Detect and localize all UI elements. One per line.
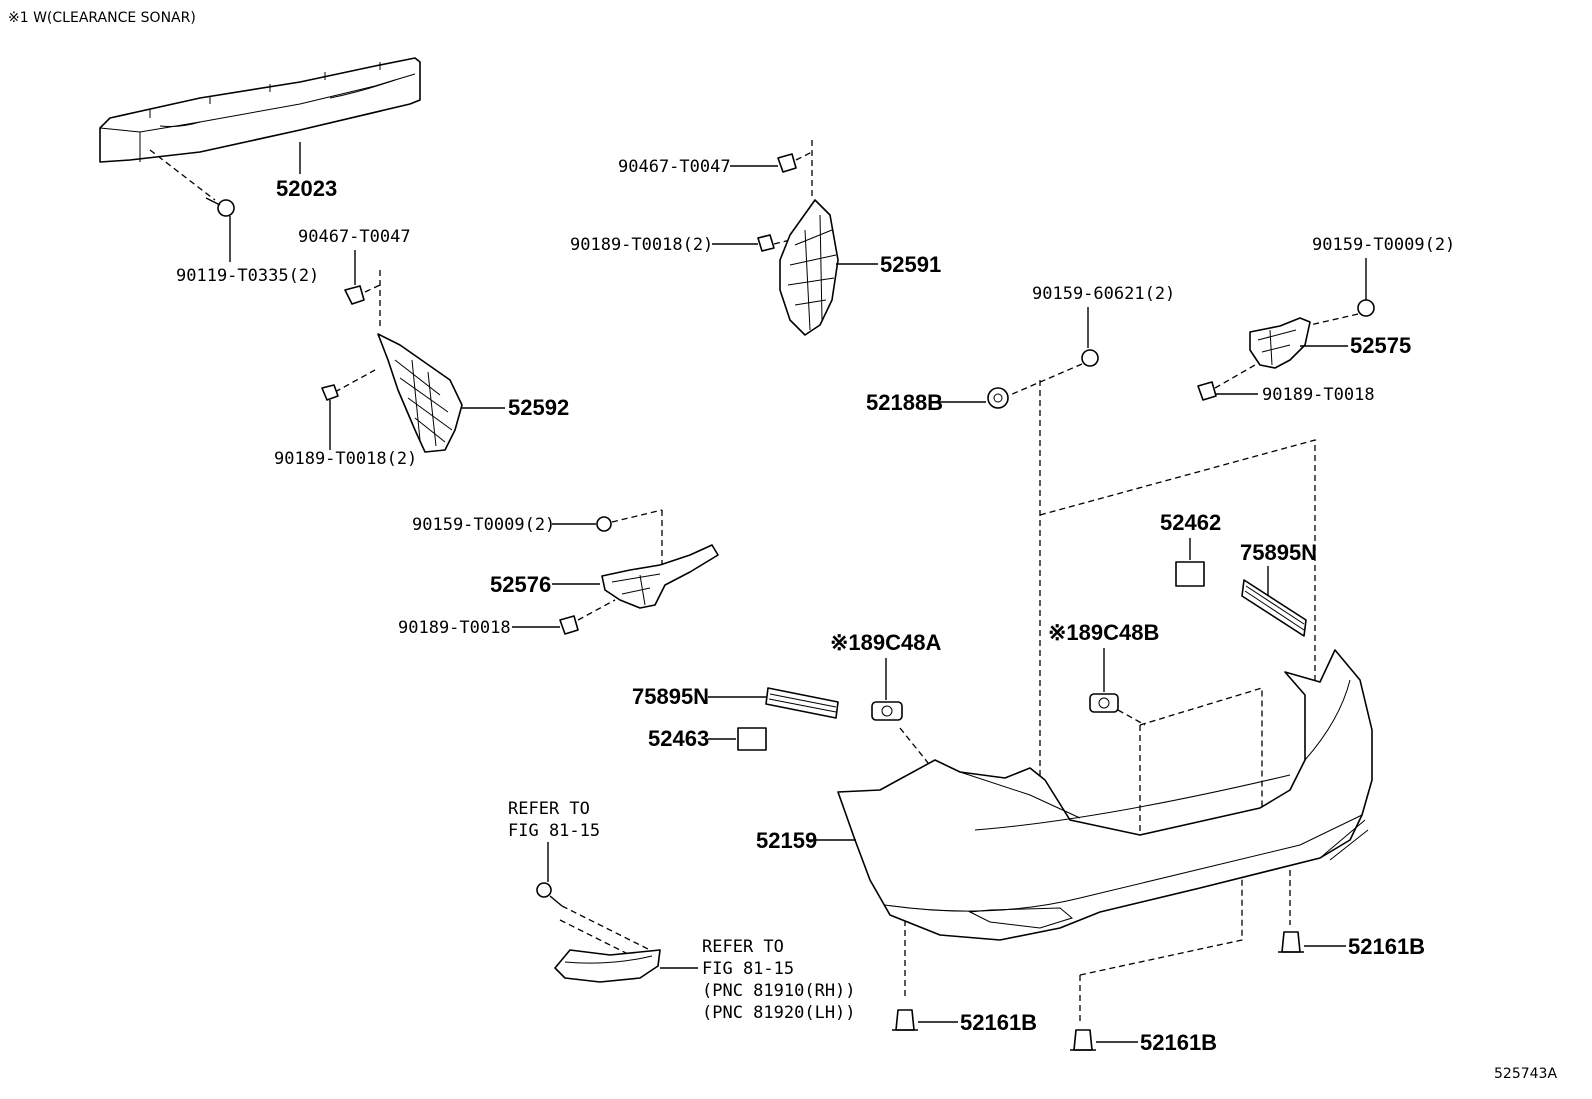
part-52576-bracket <box>601 544 719 609</box>
bolt-90159-a-icon <box>1357 299 1375 317</box>
refer-2-line2: FIG 81-15 <box>702 959 794 979</box>
callout-52462: 52462 <box>1160 510 1221 535</box>
refer-1-line2: FIG 81-15 <box>508 821 600 841</box>
callout-90189-d: 90189-T0018 <box>398 618 511 638</box>
pad-52463-icon <box>737 727 767 751</box>
clip-90189-a-icon <box>321 384 339 401</box>
clip-90189-d-icon <box>559 615 579 635</box>
callout-90159-b: 90159-60621(2) <box>1032 284 1175 304</box>
figure-id: 525743A <box>1494 1066 1557 1082</box>
callout-90189-a: 90189-T0018(2) <box>274 449 417 469</box>
part-52591-retainer <box>779 199 839 336</box>
clip-90189-c-icon <box>1197 381 1217 401</box>
clip-90189-b-icon <box>757 234 775 252</box>
callout-52161B-c: 52161B <box>1348 934 1425 959</box>
callout-90159-c: 90159-T0009(2) <box>412 515 555 535</box>
refer-2-line3: (PNC 81910(RH)) <box>702 981 856 1001</box>
refer-2-line4: (PNC 81920(LH)) <box>702 1003 856 1023</box>
callout-52575: 52575 <box>1350 333 1411 358</box>
bolt-90159-b-icon <box>1081 349 1099 367</box>
part-52592-retainer <box>377 333 463 453</box>
refer-2-line1: REFER TO <box>702 937 784 957</box>
callout-90467-b: 90467-T0047 <box>618 157 731 177</box>
sensor-189C48B-icon <box>1089 693 1119 713</box>
callout-90159-a: 90159-T0009(2) <box>1312 235 1455 255</box>
callout-52592: 52592 <box>508 395 569 420</box>
sensor-189C48A-icon <box>871 701 903 721</box>
refer-1-line1: REFER TO <box>508 799 590 819</box>
callout-75895N-b: 75895N <box>632 684 709 709</box>
part-52575-bracket <box>1249 317 1311 369</box>
tape-75895N-a-icon <box>1241 579 1307 637</box>
part-52023-reinforcement <box>99 57 421 163</box>
clip-52161B-c-icon <box>1278 931 1304 953</box>
clip-90467-b-icon <box>777 153 797 173</box>
callout-189C48B: ※189C48B <box>1048 620 1159 645</box>
callout-90119: 90119-T0335(2) <box>176 266 319 286</box>
tape-75895N-b-icon <box>765 687 839 719</box>
callout-90467-a: 90467-T0047 <box>298 227 411 247</box>
callout-52023: 52023 <box>276 176 337 201</box>
callout-52188B: 52188B <box>866 390 943 415</box>
callout-52463: 52463 <box>648 726 709 751</box>
reflector-icon <box>554 949 661 983</box>
callout-52576: 52576 <box>490 572 551 597</box>
clip-52188B-icon <box>987 387 1009 409</box>
callout-90189-b: 90189-T0018(2) <box>570 235 713 255</box>
screw-reflector-icon <box>536 882 563 907</box>
callout-52161B-a: 52161B <box>960 1010 1037 1035</box>
part-52159-bumper-cover <box>837 649 1373 941</box>
bolt-90159-c-icon <box>596 516 612 532</box>
callout-75895N-a: 75895N <box>1240 540 1317 565</box>
callout-189C48A: ※189C48A <box>830 630 941 655</box>
callout-52591: 52591 <box>880 252 941 277</box>
clip-90467-a-icon <box>344 285 365 305</box>
bolt-90119-icon <box>205 197 235 217</box>
callout-52159: 52159 <box>756 828 817 853</box>
callout-90189-c: 90189-T0018 <box>1262 385 1375 405</box>
clip-52161B-a-icon <box>892 1009 918 1031</box>
pad-52462-icon <box>1175 561 1205 587</box>
clip-52161B-b-icon <box>1070 1029 1096 1051</box>
sonar-note: ※1 W(CLEARANCE SONAR) <box>8 10 196 26</box>
callout-52161B-b: 52161B <box>1140 1030 1217 1055</box>
